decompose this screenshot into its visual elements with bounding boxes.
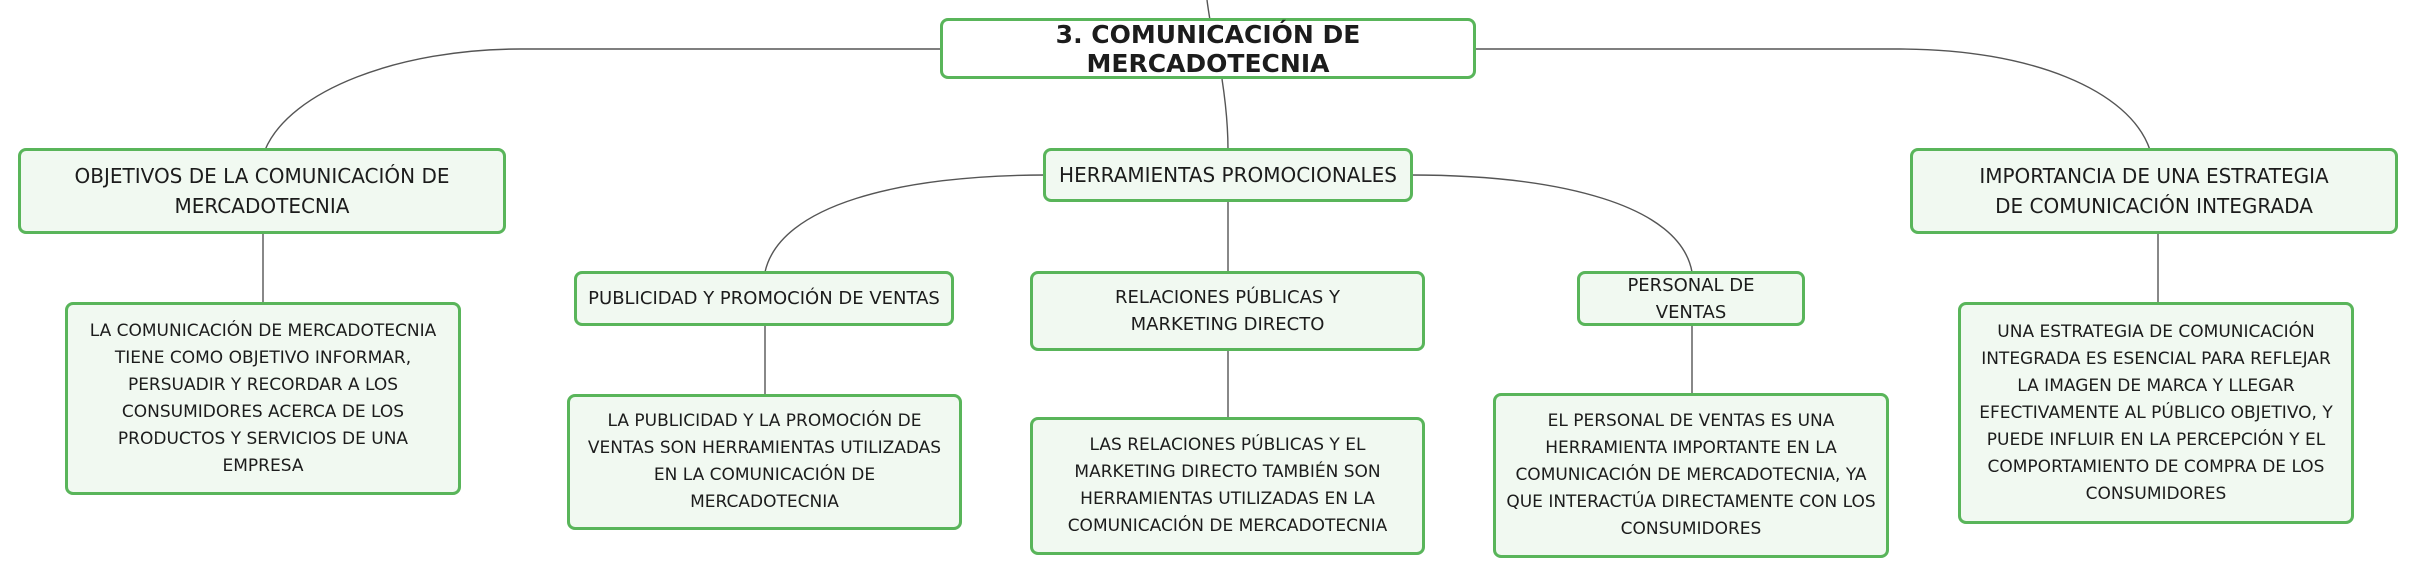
root-label: 3. COMUNICACIÓN DE MERCADOTECNIA (1055, 19, 1361, 78)
detail-personal-text: EL PERSONAL DE VENTAS ES UNA HERRAMIENTA… (1506, 411, 1876, 539)
node-personal-label: PERSONAL DE VENTAS (1627, 274, 1755, 323)
detail-personal[interactable]: EL PERSONAL DE VENTAS ES UNA HERRAMIENTA… (1493, 393, 1889, 558)
detail-importancia-text: UNA ESTRATEGIA DE COMUNICACIÓN INTEGRADA… (1979, 321, 2333, 504)
detail-relaciones-text: LAS RELACIONES PÚBLICAS Y EL MARKETING D… (1067, 435, 1388, 536)
connector-root-to-herramientas (1221, 78, 1229, 151)
node-relaciones-label: RELACIONES PÚBLICAS Y MARKETING DIRECTO (1114, 287, 1341, 335)
detail-objetivos[interactable]: LA COMUNICACIÓN DE MERCADOTECNIA TIENE C… (65, 302, 461, 495)
node-herramientas[interactable]: HERRAMIENTAS PROMOCIONALES (1043, 148, 1413, 202)
node-importancia-label: IMPORTANCIA DE UNA ESTRATEGIA DE COMUNIC… (1979, 164, 2329, 218)
detail-relaciones[interactable]: LAS RELACIONES PÚBLICAS Y EL MARKETING D… (1030, 417, 1425, 555)
detail-objetivos-text: LA COMUNICACIÓN DE MERCADOTECNIA TIENE C… (89, 320, 437, 476)
node-publicidad-label: PUBLICIDAD Y PROMOCIÓN DE VENTAS (588, 288, 940, 309)
node-importancia[interactable]: IMPORTANCIA DE UNA ESTRATEGIA DE COMUNIC… (1910, 148, 2398, 234)
connector-root-to-importancia (1476, 48, 2151, 151)
detail-publicidad[interactable]: LA PUBLICIDAD Y LA PROMOCIÓN DE VENTAS S… (567, 394, 962, 530)
node-herramientas-label: HERRAMIENTAS PROMOCIONALES (1059, 163, 1397, 187)
node-objetivos[interactable]: OBJETIVOS DE LA COMUNICACIÓN DE MERCADOT… (18, 148, 506, 234)
detail-importancia[interactable]: UNA ESTRATEGIA DE COMUNICACIÓN INTEGRADA… (1958, 302, 2354, 524)
connector-herramientas-to-personal (1409, 174, 1693, 273)
node-personal[interactable]: PERSONAL DE VENTAS (1577, 271, 1805, 326)
connector-root-to-objetivos (264, 48, 943, 151)
node-relaciones[interactable]: RELACIONES PÚBLICAS Y MARKETING DIRECTO (1030, 271, 1425, 351)
detail-publicidad-text: LA PUBLICIDAD Y LA PROMOCIÓN DE VENTAS S… (587, 411, 942, 512)
node-publicidad[interactable]: PUBLICIDAD Y PROMOCIÓN DE VENTAS (574, 271, 954, 326)
root-node[interactable]: 3. COMUNICACIÓN DE MERCADOTECNIA (940, 18, 1476, 79)
node-objetivos-label: OBJETIVOS DE LA COMUNICACIÓN DE MERCADOT… (74, 164, 450, 218)
connector-herramientas-to-publicidad (764, 174, 1047, 273)
connector-parent-to-root (1206, 0, 1211, 21)
